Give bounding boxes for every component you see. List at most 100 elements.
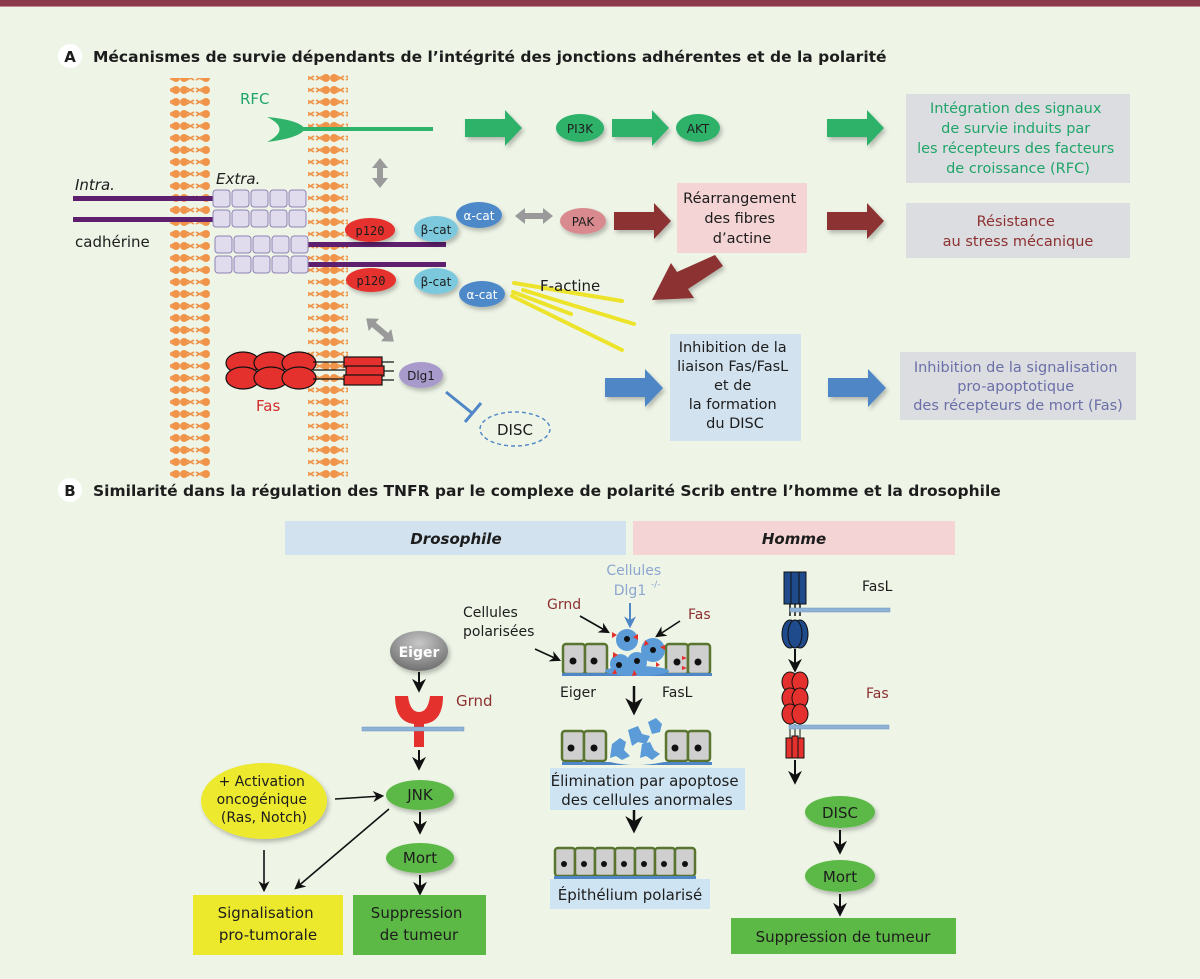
cadherin-line [306, 262, 446, 267]
alpha-cat-label: α-cat [464, 209, 495, 223]
panel-a-letter: A [64, 48, 76, 66]
membrane-left [170, 78, 210, 478]
homme-header-label: Homme [762, 530, 826, 548]
green-arrow-icon [465, 110, 522, 146]
inhibition-signalisation-text: Inhibition de la signalisation pro-apopt… [913, 360, 1123, 414]
p120-node [346, 268, 396, 292]
integration-box: Intégration des signaux de survie induit… [906, 94, 1130, 183]
beta-cat-node [414, 216, 458, 242]
arrow-icon [534, 648, 562, 662]
rearrangement-text: Réarrangement des fibres d’actine [683, 191, 801, 247]
signalisation-text: Signalisation pro-tumorale [218, 904, 319, 944]
membrane-right [308, 72, 348, 480]
suppression-human-label: Suppression de tumeur [756, 928, 932, 946]
pi3k-node [556, 114, 604, 142]
extra-label: Extra. [216, 170, 260, 188]
bidirectional-arrow-icon [372, 158, 388, 188]
panel-a-title: Mécanismes de survie dépendants de l’int… [93, 48, 887, 66]
suppression-human-box [731, 918, 956, 954]
mort-human-label: Mort [823, 868, 857, 886]
mort-human-node [805, 860, 875, 892]
blue-arrow-icon [605, 369, 663, 407]
akt-node [676, 114, 720, 142]
panel-b-title: Similarité dans la régulation des TNFR p… [93, 482, 1001, 500]
top-border-bar [0, 0, 1200, 7]
pak-node [560, 208, 606, 234]
panel-b-badge [58, 478, 82, 502]
integration-text: Intégration des signaux de survie induit… [917, 101, 1119, 177]
p120-node [345, 218, 395, 242]
apoptotic-bodies-icon [610, 718, 662, 760]
p120-label: p120 [357, 274, 386, 288]
alpha-cat-node [456, 202, 502, 228]
cellules-dlg1-label: Cellules Dlg1 [606, 563, 665, 599]
arrow-icon [334, 790, 385, 803]
bidirectional-arrow-icon [366, 318, 394, 342]
eiger-node [390, 631, 448, 671]
signalisation-box [193, 895, 343, 955]
f-actine-label: F-actine [540, 277, 600, 295]
jnk-node [386, 780, 454, 810]
beta-cat-label: β-cat [421, 223, 452, 237]
rfc-receptor-icon [267, 117, 305, 142]
fasl-trimer-icon [781, 619, 809, 649]
drosophile-header [285, 521, 626, 555]
alpha-cat-label: α-cat [467, 288, 498, 302]
activation-node [201, 763, 327, 839]
eiger-label: Eiger [399, 645, 440, 661]
inhibition-liaison-text: Inhibition de la liaison Fas/FasL et de … [677, 340, 793, 432]
rfc-label: RFC [240, 90, 270, 108]
pi3k-label: PI3K [567, 122, 594, 136]
fas-human-label: Fas [866, 686, 889, 702]
cadherine-label: cadhérine [75, 233, 150, 251]
drosophile-header-label: Drosophile [410, 530, 501, 548]
p120-label: p120 [356, 224, 385, 238]
fasl-ligand-icon [783, 571, 807, 616]
panel-b: B Similarité dans la régulation des TNFR… [58, 478, 1001, 955]
dlg1-superscript: -/- [651, 580, 661, 590]
membrane-line [361, 726, 465, 732]
disc-node [479, 411, 551, 447]
intra-label: Intra. [75, 176, 115, 194]
panel-a: A Mécanismes de survie dépendants de l’i… [58, 44, 1136, 480]
epithelium-box [550, 879, 710, 909]
pak-label: PAK [572, 215, 596, 229]
resistance-box: Résistance au stress mécanique [906, 203, 1130, 258]
fasl-middle-label: FasL [662, 685, 693, 701]
panel-b-letter: B [64, 482, 75, 500]
panel-a-badge [58, 44, 82, 68]
akt-label: AKT [687, 122, 710, 136]
green-arrow-icon [612, 110, 669, 146]
homme-header [633, 521, 955, 555]
cadherin-line [73, 217, 213, 222]
membrane-line [789, 607, 891, 613]
suppression-box [353, 895, 486, 955]
disc-label: DISC [497, 421, 533, 439]
apoptotic-cells-group [560, 718, 712, 765]
elimination-box [550, 768, 745, 810]
alpha-cat-node [459, 281, 505, 307]
blue-arrow-icon [828, 369, 886, 407]
fas-red-markers-icon [612, 632, 687, 676]
cellules-polarisees-label: Cellules polarisées [463, 605, 534, 640]
dlg1-label: Dlg1 [407, 369, 435, 383]
disc-human-node [805, 796, 875, 828]
activation-text: + Activation oncogénique (Ras, Notch) [217, 774, 312, 826]
epithelium-label: Épithélium polarisé [558, 885, 702, 904]
cadherin-line [306, 242, 446, 247]
dlg1-node [399, 362, 443, 388]
polarized-cells-group [561, 629, 712, 676]
beta-cat-label: β-cat [421, 275, 452, 289]
dark-red-arrow-icon [652, 255, 723, 300]
resistance-text: Résistance au stress mécanique [943, 214, 1094, 250]
fas-middle-label: Fas [688, 607, 711, 623]
cadherin-line [73, 196, 213, 201]
mort-node [386, 843, 454, 873]
polarized-epithelium-icon [553, 846, 697, 879]
inhibition-liaison-box: Inhibition de la liaison Fas/FasL et de … [670, 334, 801, 441]
eiger-middle-label: Eiger [560, 685, 596, 701]
arrow-icon [655, 620, 681, 638]
fas-trimer-icon [781, 671, 809, 759]
elimination-text: Élimination par apoptose des cellules an… [551, 771, 744, 809]
mort-label: Mort [403, 849, 437, 867]
